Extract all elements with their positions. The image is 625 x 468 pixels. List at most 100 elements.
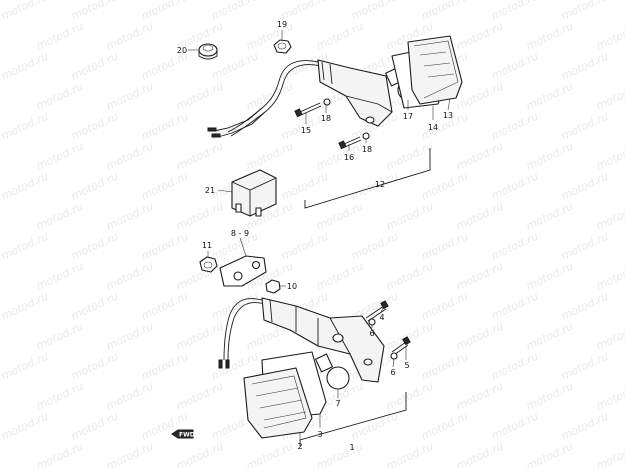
watermark-text: motod.ru	[0, 230, 50, 263]
watermark-text: motod.ru	[104, 80, 155, 113]
watermark-text: motod.ru	[69, 0, 120, 23]
watermark-text: motod.ru	[384, 260, 435, 293]
callout-8-9: 8 - 9	[231, 229, 249, 238]
watermark-text: motod.ru	[524, 200, 575, 233]
part-19-nut	[273, 39, 292, 54]
leader-lines	[188, 30, 451, 440]
watermark-text: motod.ru	[314, 200, 365, 233]
part-18-washer-b	[362, 132, 370, 140]
watermark-text: motod.ru	[34, 80, 85, 113]
watermark-text: motod.ru	[489, 290, 540, 323]
callout-16: 16	[344, 153, 354, 162]
watermark-text: motod.ru	[0, 110, 50, 143]
watermark-text: motod.ru	[174, 80, 225, 113]
watermark-text: motod.ru	[349, 230, 400, 263]
watermark-text: motod.ru	[559, 410, 610, 443]
watermark-text: motod.ru	[139, 110, 190, 143]
part-20-grommet	[198, 43, 218, 60]
watermark-text: motod.ru	[524, 380, 575, 413]
watermark-text: motod.ru	[454, 80, 505, 113]
part-13-lens	[407, 35, 463, 105]
watermark-text: motod.ru	[69, 350, 120, 383]
watermark-text: motod.ru	[104, 320, 155, 353]
watermark-text: motod.ru	[454, 20, 505, 53]
watermark-text: motod.ru	[349, 410, 400, 443]
watermark-text: motod.ru	[419, 350, 470, 383]
watermark-text: motod.ru	[34, 20, 85, 53]
watermark-text: motod.ru	[139, 290, 190, 323]
watermark-text: motod.ru	[419, 410, 470, 443]
watermark-text: motod.ru	[419, 0, 470, 23]
watermark-text: motod.ru	[174, 140, 225, 173]
watermark-text: motod.ru	[594, 20, 625, 53]
watermark-text: motod.ru	[489, 170, 540, 203]
forward-direction-marker: FWD	[171, 429, 195, 439]
watermark-text: motod.ru	[314, 440, 365, 468]
part-18-washer-a	[323, 98, 331, 106]
watermark-text: motod.ru	[489, 230, 540, 263]
watermark-text: motod.ru	[34, 200, 85, 233]
callout-2: 2	[297, 442, 302, 451]
watermark-text: motod.ru	[594, 80, 625, 113]
watermark-text: motod.ru	[34, 440, 85, 468]
watermark-text: motod.ru	[69, 110, 120, 143]
lower-signal-housing	[261, 297, 385, 383]
watermark-text: motod.ru	[69, 290, 120, 323]
watermark-text: motod.ru	[559, 290, 610, 323]
watermark-text: motod.ru	[104, 20, 155, 53]
callout-19: 19	[277, 20, 287, 29]
watermark-text: motod.ru	[419, 170, 470, 203]
watermark-text: motod.ru	[454, 380, 505, 413]
watermark-text: motod.ru	[0, 410, 50, 443]
watermark-text: motod.ru	[594, 320, 625, 353]
watermark-text: motod.ru	[139, 170, 190, 203]
watermark-text: motod.ru	[489, 110, 540, 143]
watermark-text: motod.ru	[524, 20, 575, 53]
part-21-flasher-relay	[231, 169, 277, 217]
watermark-text: motod.ru	[139, 230, 190, 263]
watermark-text: motod.ru	[174, 200, 225, 233]
watermark-text: motod.ru	[69, 50, 120, 83]
watermark-text: motod.ru	[454, 260, 505, 293]
watermark-text: motod.ru	[594, 140, 625, 173]
watermark-text: motod.ru	[104, 140, 155, 173]
watermark-text: motod.ru	[384, 200, 435, 233]
watermark-text: motod.ru	[174, 380, 225, 413]
watermark-text: motod.ru	[489, 350, 540, 383]
callout-21: 21	[205, 186, 215, 195]
watermark-text: motod.ru	[594, 440, 625, 468]
watermark-text: motod.ru	[594, 380, 625, 413]
part-15-screw	[294, 102, 322, 118]
callout-10: 10	[287, 282, 297, 291]
watermark-text: motod.ru	[0, 350, 50, 383]
upper-wire-ends	[207, 107, 266, 138]
watermark-text: motod.ru	[594, 260, 625, 293]
watermark-text: motod.ru	[279, 230, 330, 263]
watermark-text: motod.ru	[174, 440, 225, 468]
watermark-text: motod.ru	[559, 350, 610, 383]
watermark-text: motod.ru	[139, 0, 190, 23]
watermark-text: motod.ru	[34, 140, 85, 173]
watermark-text: motod.ru	[34, 380, 85, 413]
watermark-text: motod.ru	[559, 50, 610, 83]
watermark-text: motod.ru	[34, 260, 85, 293]
watermark-text: motod.ru	[139, 350, 190, 383]
part-6-washer-a	[368, 318, 376, 326]
watermark-text: motod.ru	[489, 50, 540, 83]
watermark-text: motod.ru	[104, 380, 155, 413]
watermark-text: motod.ru	[524, 80, 575, 113]
watermark-text: motod.ru	[524, 140, 575, 173]
watermark-text: motod.ru	[559, 170, 610, 203]
watermark-text: motod.ru	[524, 260, 575, 293]
callout-20: 20	[177, 46, 187, 55]
callout-18-upper: 18	[321, 114, 331, 123]
watermark-text: motod.ru	[314, 260, 365, 293]
callout-bracket-12	[304, 148, 431, 209]
callout-bracket-1	[299, 392, 407, 446]
callout-18-lower: 18	[362, 145, 372, 154]
callout-1: 1	[349, 443, 354, 452]
callout-4: 4	[379, 313, 384, 322]
watermark-text: motod.ru	[0, 0, 50, 23]
watermark-text: motod.ru	[0, 290, 50, 323]
